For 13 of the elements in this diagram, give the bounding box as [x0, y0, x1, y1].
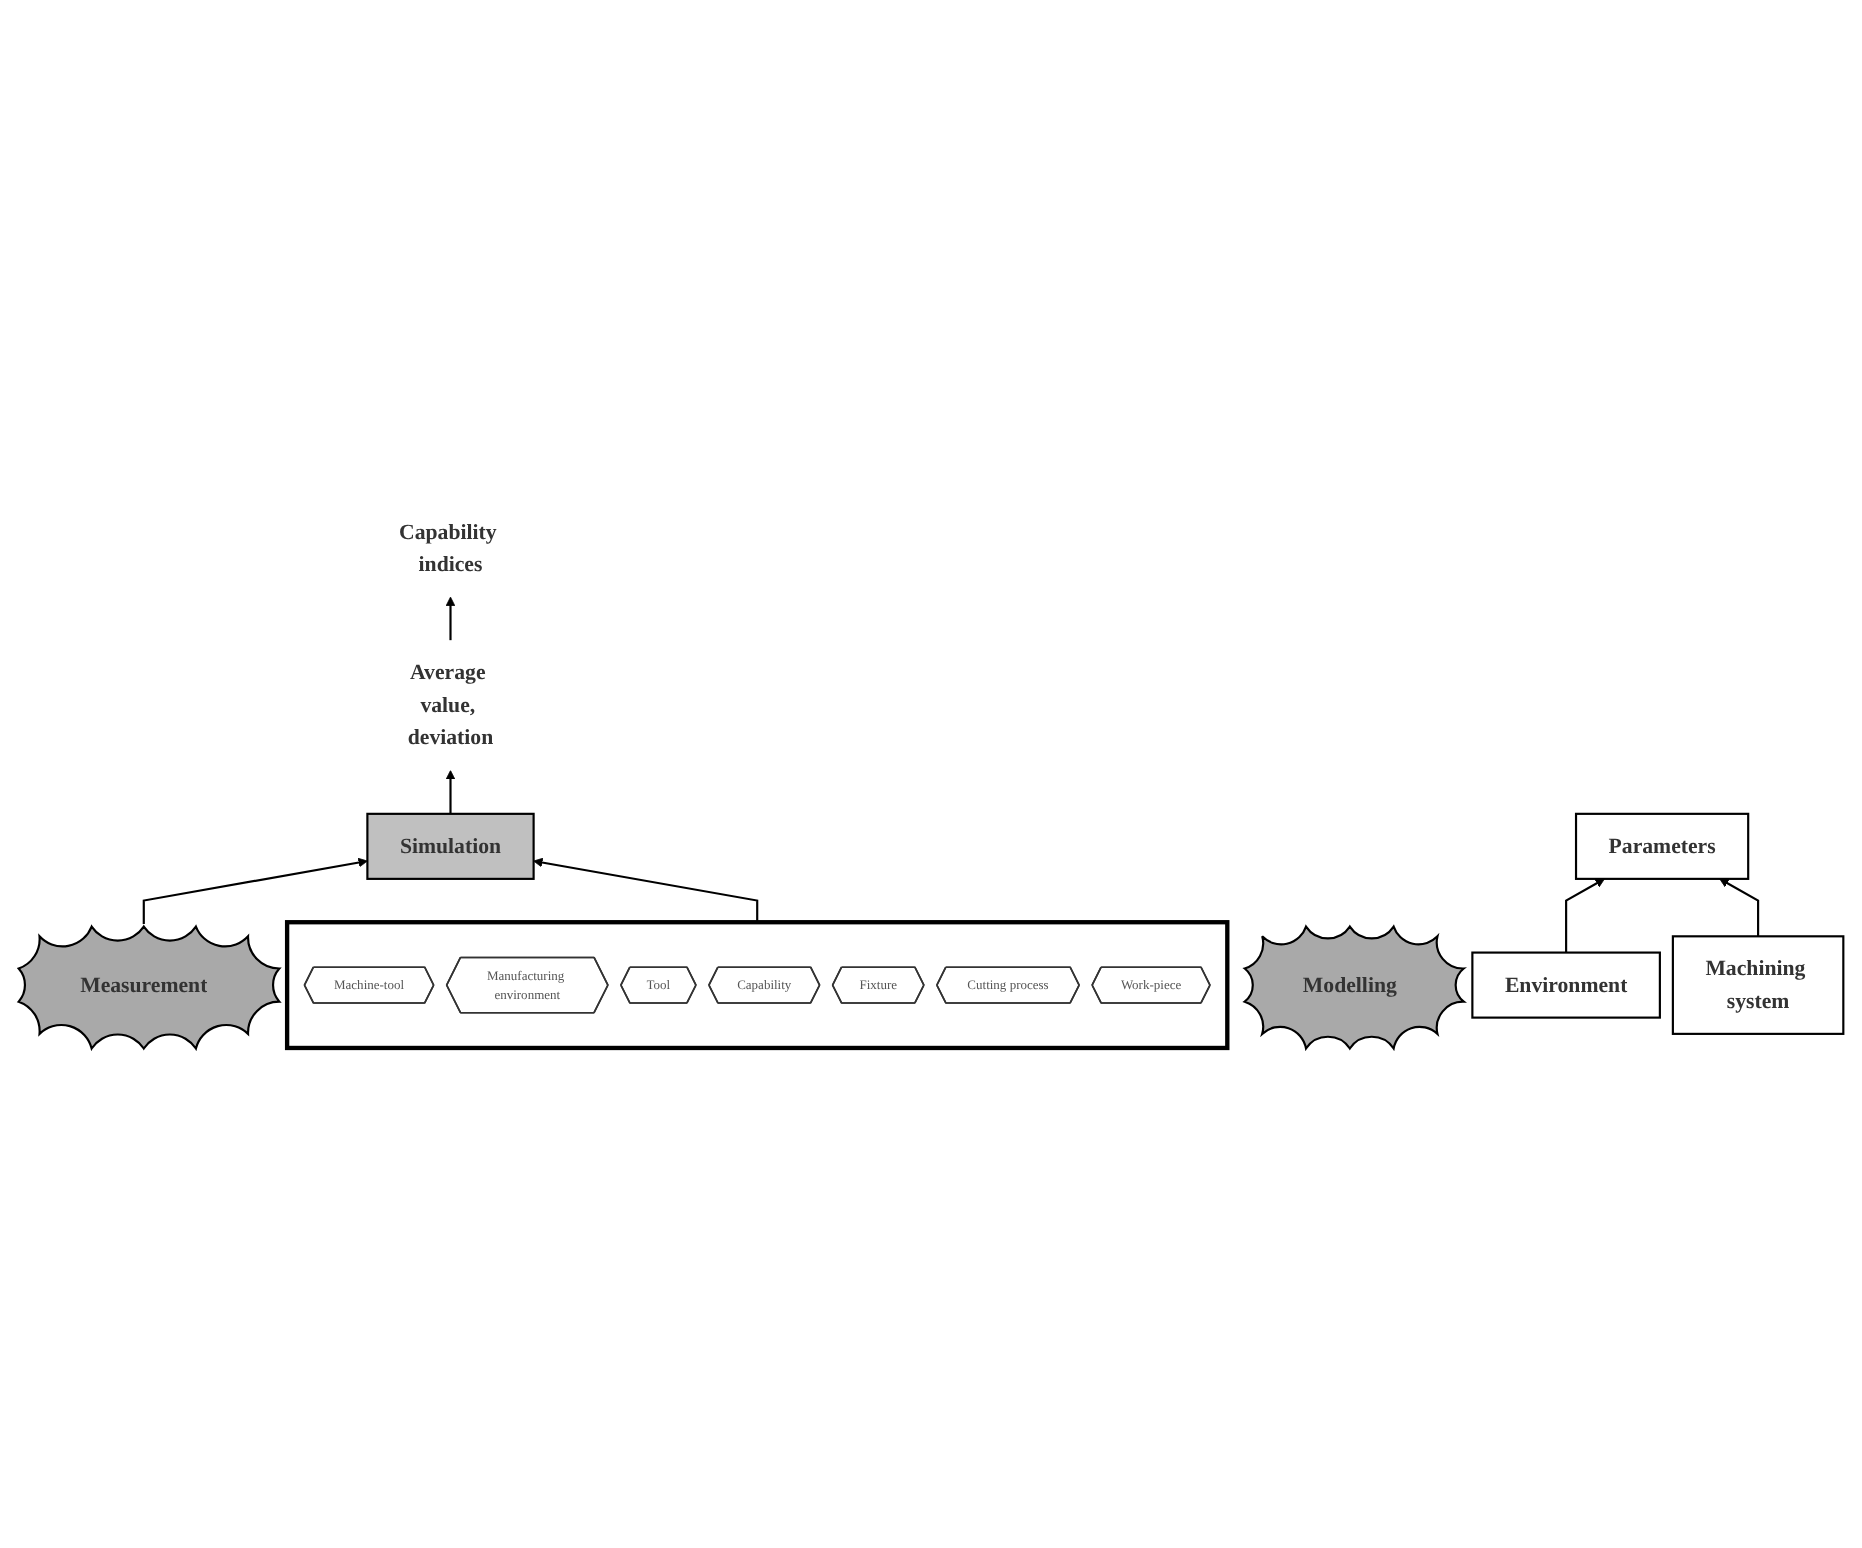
- arrow: [1719, 878, 1760, 937]
- arrow: [445, 770, 456, 814]
- cluster: [284, 920, 1230, 1051]
- node-box: Simulation: [366, 812, 535, 880]
- node-box: Parameters: [1574, 812, 1750, 880]
- node-text: Capability indices: [398, 520, 497, 577]
- node-box: Machining system: [1671, 935, 1845, 1035]
- node-box: Environment: [1471, 951, 1661, 1019]
- arrow: [1565, 878, 1605, 953]
- arrow: [533, 857, 759, 923]
- arrow: [142, 857, 368, 925]
- node-text: Average value, deviation: [407, 661, 494, 750]
- arrow: [445, 596, 456, 641]
